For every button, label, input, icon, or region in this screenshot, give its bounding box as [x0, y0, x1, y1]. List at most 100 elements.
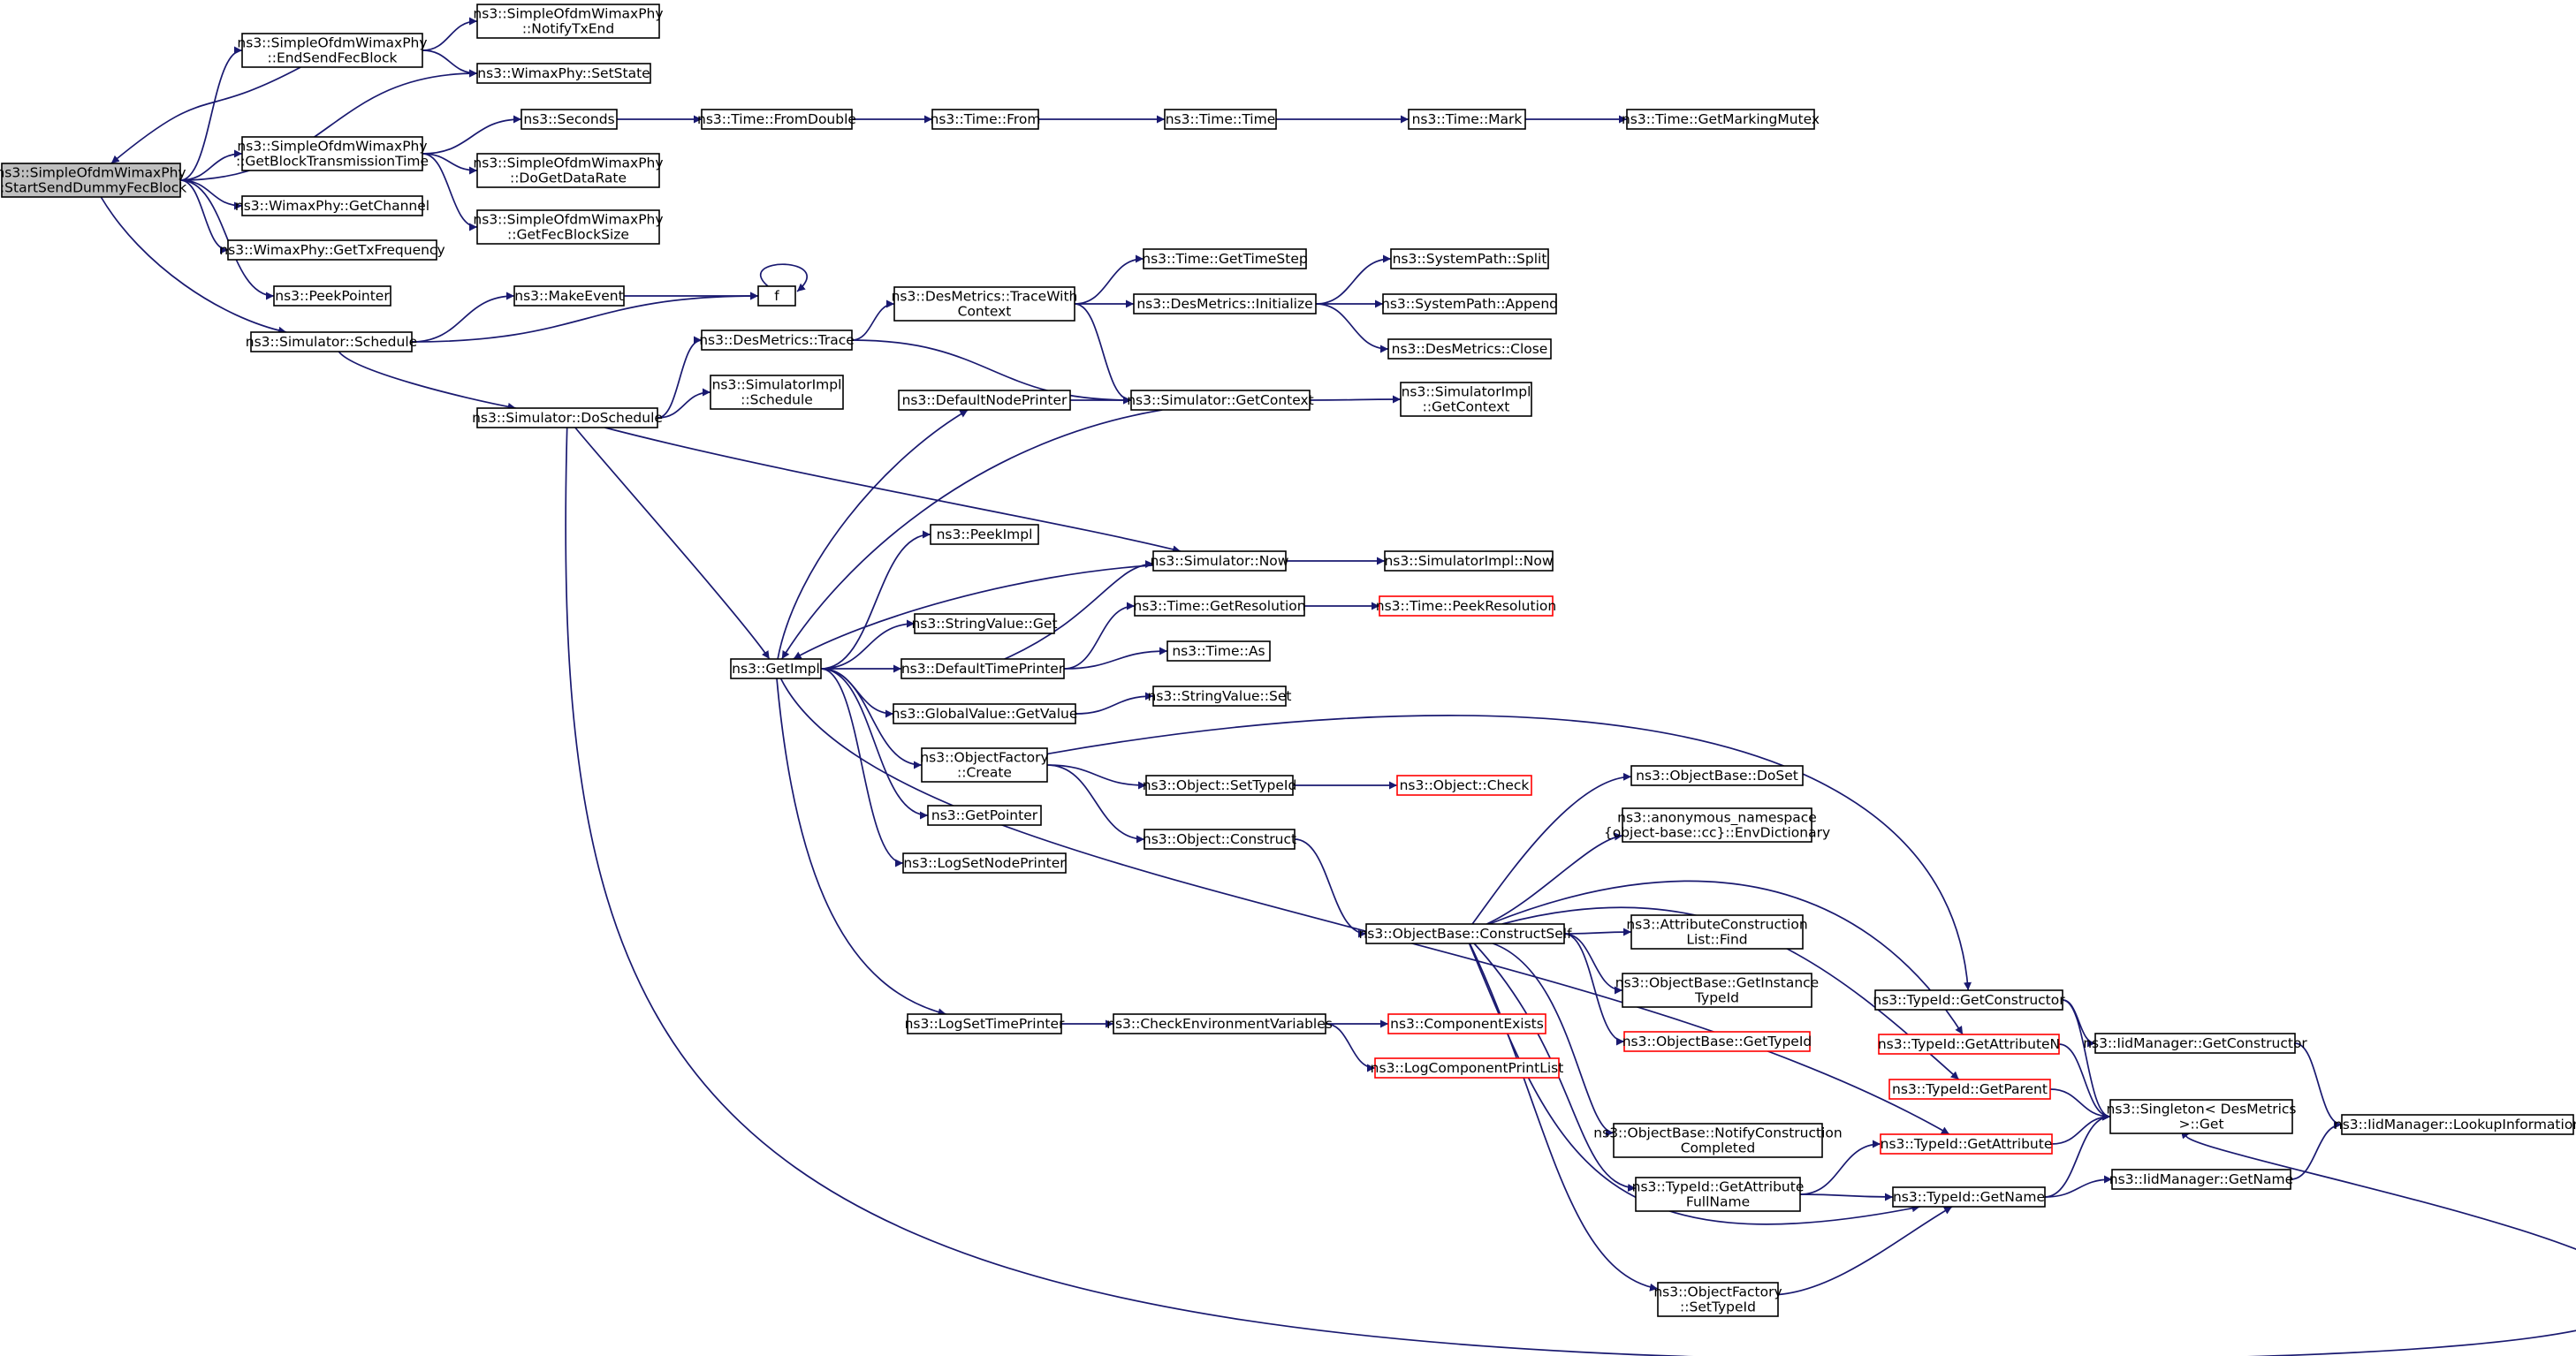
node-label: ns3::Object::Construct [1143, 831, 1296, 847]
node-objconstruct[interactable]: ns3::Object::Construct [1143, 829, 1296, 850]
node-getpointer[interactable]: ns3::GetPointer [927, 805, 1042, 826]
node-gettxfreq[interactable]: ns3::WimaxPhy::GetTxFrequency [219, 239, 445, 261]
node-singletonget[interactable]: ns3::Singleton< DesMetrics >::Get [2107, 1099, 2297, 1134]
node-label: ns3::IidManager::LookupInformation [2334, 1117, 2576, 1133]
node-envdict[interactable]: ns3::anonymous_namespace{object-base::cc… [1604, 807, 1830, 843]
node-label: ns3::PeekPointer [275, 288, 390, 304]
edge-iidgetconstructor-to-lookupinfo [2294, 1042, 2343, 1129]
node-simimplnow[interactable]: ns3::SimulatorImpl::Now [1384, 550, 1554, 572]
node-objgettypeid[interactable]: ns3::ObjectBase::GetTypeId [1622, 1031, 1812, 1052]
node-logsettimeprinter[interactable]: ns3::LogSetTimePrinter [905, 1013, 1065, 1034]
node-box [2111, 1169, 2291, 1190]
node-simimplgetctx[interactable]: ns3::SimulatorImpl::GetContext [1400, 382, 1532, 417]
node-schedule[interactable]: ns3::Simulator::Schedule [246, 331, 417, 352]
edge [422, 153, 478, 175]
node-logsetnodeprinter[interactable]: ns3::LogSetNodePrinter [902, 852, 1067, 874]
node-peekimpl[interactable]: ns3::PeekImpl [930, 524, 1039, 545]
node-objsettypeid[interactable]: ns3::Object::SetTypeId [1143, 775, 1297, 796]
edge-getimpl-to-peekimpl [820, 530, 931, 670]
node-desmtrace[interactable]: ns3::DesMetrics::Trace [699, 330, 855, 351]
edge [1004, 560, 1154, 660]
node-getcontext[interactable]: ns3::Simulator::GetContext [1127, 390, 1314, 411]
edge [1777, 1206, 1953, 1296]
node-sysappend[interactable]: ns3::SystemPath::Append [1381, 293, 1558, 314]
edge [1799, 1193, 1894, 1201]
node-box [900, 658, 1065, 679]
node-label: ns3::DefaultTimePrinter [901, 661, 1065, 677]
node-getparent[interactable]: ns3::TypeId::GetParent [1888, 1079, 2051, 1100]
node-seconds[interactable]: ns3::Seconds [521, 109, 618, 130]
node-typeidgetname[interactable]: ns3::TypeId::GetName [1892, 1186, 2046, 1208]
node-label: ns3::SystemPath::Append [1381, 296, 1558, 312]
node-endsendfec[interactable]: ns3::SimpleOfdmWimaxPhy::EndSendFecBlock [237, 33, 428, 68]
node-label: ns3::ObjectBase::ConstructSelf [1358, 926, 1572, 942]
node-timeas[interactable]: ns3::Time::As [1166, 640, 1271, 662]
node-peekresolution[interactable]: ns3::Time::PeekResolution [1376, 595, 1556, 617]
edge-objfactcreate-to-getconstructor [1046, 715, 1972, 991]
node-desminit[interactable]: ns3::DesMetrics::Initialize [1133, 293, 1317, 314]
node-label: ns3::WimaxPhy::GetChannel [235, 198, 429, 214]
edge [1325, 1023, 1376, 1072]
node-getblocktx[interactable]: ns3::SimpleOfdmWimaxPhy::GetBlockTransmi… [236, 136, 429, 171]
node-setstate[interactable]: ns3::WimaxPhy::SetState [476, 63, 651, 84]
node-syssplit[interactable]: ns3::SystemPath::Split [1390, 248, 1549, 269]
node-getfecblocksize[interactable]: ns3::SimpleOfdmWimaxPhy::GetFecBlockSize [473, 209, 664, 245]
node-notifyconstr[interactable]: ns3::ObjectBase::NotifyConstructionCompl… [1593, 1123, 1843, 1158]
node-objfactsettypeid[interactable]: ns3::ObjectFactory::SetTypeId [1653, 1282, 1782, 1317]
node-defnodeprinter[interactable]: ns3::DefaultNodePrinter [898, 390, 1071, 411]
node-getresolution[interactable]: ns3::Time::GetResolution [1133, 595, 1306, 617]
node-simimplschedule[interactable]: ns3::SimulatorImpl::Schedule [710, 375, 844, 410]
node-getattributen[interactable]: ns3::TypeId::GetAttributeN [1878, 1034, 2060, 1055]
node-peekpointer[interactable]: ns3::PeekPointer [273, 285, 391, 307]
node-iidgetname[interactable]: ns3::IidManager::GetName [2109, 1169, 2293, 1190]
node-constructself[interactable]: ns3::ObjectBase::ConstructSelf [1358, 923, 1572, 944]
node-lookupinfo[interactable]: ns3::IidManager::LookupInformation [2334, 1114, 2576, 1135]
edge-getimpl-to-logsetnodeprinter [820, 668, 904, 867]
node-f[interactable]: f [757, 285, 796, 307]
node-timetime[interactable]: ns3::Time::Time [1164, 109, 1277, 130]
node-getchannel[interactable]: ns3::WimaxPhy::GetChannel [235, 195, 429, 216]
node-simnow[interactable]: ns3::Simulator::Now [1151, 550, 1289, 572]
node-dogetdatarate[interactable]: ns3::SimpleOfdmWimaxPhy::DoGetDataRate [473, 153, 664, 188]
node-getattribute[interactable]: ns3::TypeId::GetAttribute [1880, 1133, 2053, 1155]
edge-getblocktx-to-dogetdatarate [422, 153, 478, 175]
node-gettimestep[interactable]: ns3::Time::GetTimeStep [1142, 248, 1308, 269]
edge [179, 69, 478, 181]
node-desmclose[interactable]: ns3::DesMetrics::Close [1387, 338, 1552, 360]
node-timemark[interactable]: ns3::Time::Mark [1408, 109, 1526, 130]
node-doschedule[interactable]: ns3::Simulator::DoSchedule [472, 407, 663, 428]
node-label: ::EndSendFecBlock [268, 50, 398, 66]
node-makeevent[interactable]: ns3::MakeEvent [513, 285, 625, 307]
node-objfactcreate[interactable]: ns3::ObjectFactory::Create [920, 747, 1049, 783]
node-timefrom[interactable]: ns3::Time::From [931, 109, 1041, 130]
node-notifytxend[interactable]: ns3::SimpleOfdmWimaxPhy::NotifyTxEnd [473, 4, 664, 39]
node-getimpl[interactable]: ns3::GetImpl [730, 658, 822, 679]
node-label: ns3::Time::From [931, 111, 1041, 127]
node-box [2341, 1114, 2574, 1135]
node-iidgetconstructor[interactable]: ns3::IidManager::GetConstructor [2083, 1033, 2307, 1054]
node-compexists[interactable]: ns3::ComponentExists [1387, 1013, 1546, 1034]
node-box [476, 407, 658, 428]
node-getconstructor[interactable]: ns3::TypeId::GetConstructor [1873, 989, 2065, 1011]
node-label: ns3::WimaxPhy::SetState [477, 65, 650, 81]
node-fromdouble[interactable]: ns3::Time::FromDouble [697, 109, 856, 130]
node-strvalset[interactable]: ns3::StringValue::Set [1148, 686, 1292, 707]
node-root[interactable]: ns3::SimpleOfdmWimaxPhy::StartSendDummyF… [0, 163, 186, 198]
node-deftimeprinter[interactable]: ns3::DefaultTimePrinter [900, 658, 1065, 679]
node-box [710, 375, 844, 410]
node-dosetobj[interactable]: ns3::ObjectBase::DoSet [1630, 765, 1804, 786]
node-logcompprint[interactable]: ns3::LogComponentPrintList [1371, 1057, 1564, 1079]
node-checkenv[interactable]: ns3::CheckEnvironmentVariables [1106, 1013, 1333, 1034]
node-box [1152, 686, 1287, 707]
node-markmutex[interactable]: ns3::Time::GetMarkingMutex [1622, 109, 1820, 130]
node-strvalget[interactable]: ns3::StringValue::Get [911, 613, 1058, 634]
node-globalgetvalue[interactable]: ns3::GlobalValue::GetValue [892, 703, 1078, 724]
node-box [1892, 1186, 2046, 1208]
edge-root-to-schedule [100, 196, 287, 335]
node-objcheck[interactable]: ns3::Object::Check [1396, 775, 1532, 796]
node-box [1387, 338, 1552, 360]
